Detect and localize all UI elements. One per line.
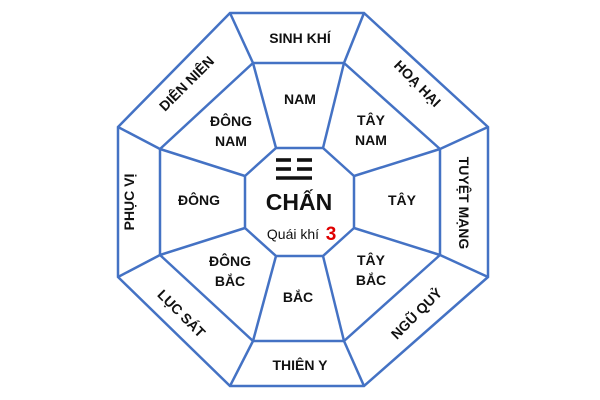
direction-northeast-line2: BẮC	[215, 272, 245, 289]
center-number: 3	[326, 224, 337, 245]
chan-trigram-icon	[276, 158, 312, 180]
center-title: CHẤN	[266, 188, 332, 215]
outer-label-top-right: HOẠ HẠI	[391, 57, 444, 110]
outer-label-bottom: THIÊN Y	[273, 356, 329, 373]
direction-northwest-line1: TÂY	[357, 251, 386, 268]
inner-spokes	[159, 62, 441, 342]
direction-northwest-line2: BẮC	[356, 271, 386, 288]
center-subtitle: Quái khí	[267, 226, 319, 242]
outer-label-top: SINH KHÍ	[269, 30, 332, 46]
direction-east: ĐÔNG	[178, 191, 220, 208]
direction-north: BẮC	[283, 288, 313, 305]
direction-west: TÂY	[388, 191, 417, 208]
direction-southeast-line1: ĐÔNG	[210, 112, 252, 129]
outer-label-right: TUYỆT MẠNG	[456, 157, 473, 250]
outer-spokes	[117, 12, 489, 387]
direction-southwest-line1: TÂY	[357, 111, 386, 128]
outer-label-bottom-right: NGŨ QUỶ	[387, 284, 446, 343]
direction-southeast-line2: NAM	[215, 133, 247, 149]
direction-southwest-line2: NAM	[355, 132, 387, 148]
direction-south: NAM	[284, 91, 316, 107]
outer-label-left: PHỤC VỊ	[121, 174, 137, 231]
direction-northeast-line1: ĐÔNG	[209, 252, 251, 269]
outer-label-bottom-left: LỤC SÁT	[154, 286, 209, 341]
